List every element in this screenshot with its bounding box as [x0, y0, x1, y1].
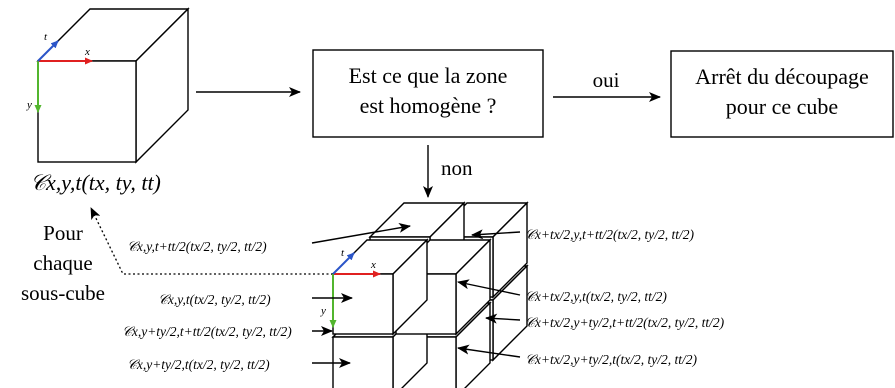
right-sub-cube-labels: 𝒞x+tx/2,y,t+tt/2(tx/2, ty/2, tt/2) 𝒞x+tx…: [457, 227, 725, 367]
sub-cube-label-left-3: 𝒞x,y+ty/2,t+tt/2(tx/2, ty/2, tt/2): [122, 324, 292, 339]
main-cube-label: 𝒞x,y,t(tx, ty, tt): [30, 170, 161, 195]
main-cube-front-face: [37, 60, 137, 163]
sub-cube-label-left-1: 𝒞x,y,t+tt/2(tx/2, ty/2, tt/2): [127, 239, 267, 254]
sub-cube-arrow-right-1: [471, 229, 521, 240]
loop-note-line1: Pour: [43, 221, 83, 245]
sub-cube-arrow-left-1: [311, 222, 411, 244]
edge-label-yes: oui: [593, 68, 620, 92]
sub-cube-stack: [331, 201, 529, 388]
stop-box-line1: Arrêt du découpage: [695, 64, 868, 89]
sub-cube-front-top-left: [331, 238, 429, 336]
main-axis-t-label: t: [44, 31, 48, 43]
sub-cube-label-right-4: 𝒞x+tx/2,y+ty/2,t(tx/2, ty/2, tt/2): [525, 352, 698, 367]
stop-box: Arrêt du découpage pour ce cube: [670, 50, 894, 138]
sub-cube-arrow-right-2: [457, 279, 521, 296]
main-cube: x y t: [26, 7, 190, 164]
loop-note-line2: chaque: [33, 251, 92, 275]
sub-axis-t-arrow: [332, 252, 355, 275]
sub-cube-axes: x y t: [320, 247, 381, 328]
stop-box-line2: pour ce cube: [726, 94, 838, 119]
sub-cube-label-right-1: 𝒞x+tx/2,y,t+tt/2(tx/2, ty/2, tt/2): [525, 227, 695, 242]
sub-axis-y-label: y: [320, 305, 326, 317]
sub-cube-arrow-right-3: [485, 313, 521, 324]
loop-note-line3: sous-cube: [21, 281, 105, 305]
sub-cube-label-left-4: 𝒞x,y+ty/2,t(tx/2, ty/2, tt/2): [127, 357, 270, 372]
decision-box: Est ce que la zone est homogène ?: [312, 49, 544, 138]
main-axis-x-label: x: [84, 46, 90, 58]
main-axis-y-label: y: [26, 99, 32, 111]
sub-cube-label-right-3: 𝒞x+tx/2,y+ty/2,t+tt/2(tx/2, ty/2, tt/2): [525, 315, 725, 330]
edge-label-no: non: [441, 156, 473, 180]
decision-box-line1: Est ce que la zone: [349, 63, 508, 88]
left-sub-cube-labels: 𝒞x,y,t+tt/2(tx/2, ty/2, tt/2) 𝒞x,y,t(tx/…: [122, 222, 411, 372]
decision-box-line2: est homogène ?: [360, 93, 497, 118]
main-axis-t-arrow: [37, 40, 59, 62]
sub-cube-arrow-right-4: [457, 344, 521, 358]
stop-box-frame: [670, 50, 894, 138]
sub-cube-label-left-2: 𝒞x,y,t(tx/2, ty/2, tt/2): [158, 292, 271, 307]
sub-cube-front-face: [332, 273, 394, 335]
decision-box-frame: [312, 49, 544, 138]
sub-axis-x-label: x: [370, 259, 376, 271]
sub-cube-label-right-2: 𝒞x+tx/2,y,t(tx/2, ty/2, tt/2): [525, 289, 667, 304]
sub-axis-t-label: t: [341, 247, 345, 259]
